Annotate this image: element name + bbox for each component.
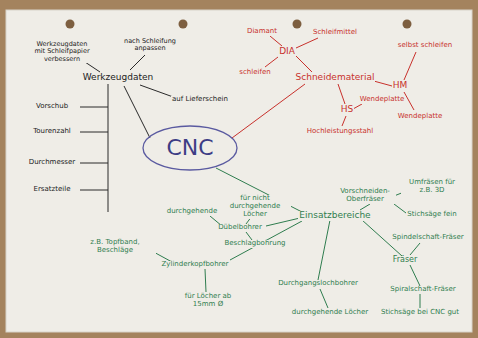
- branch-label: Durchmesser: [28, 159, 76, 167]
- branch-label: Spiralschaft-Fräser: [389, 286, 456, 294]
- paper: [6, 10, 472, 332]
- branch-label: Dübelbohrer: [217, 224, 263, 232]
- branch-label: Werkzeugdaten: [82, 73, 155, 83]
- branch-label: Wendeplatte: [359, 96, 405, 104]
- branch-label: für nicht durchgehende Löcher: [219, 195, 291, 218]
- branch-label: Stichsäge fein: [406, 211, 457, 219]
- branch-label: Zylinderkopfbohrer: [161, 261, 230, 269]
- branch-label: z.B. Topfband, Beschläge: [74, 239, 156, 254]
- branch-label: HS: [340, 105, 354, 115]
- branch-label: selbst schleifen: [397, 42, 453, 50]
- branch-label: nach Schleifung anpassen: [119, 38, 181, 52]
- black-branches: [80, 55, 176, 212]
- branch-label: Vorschneiden-Oberfräser: [334, 188, 396, 203]
- branch-label: für Löcher ab 15mm Ø: [177, 293, 239, 308]
- green-branches: [150, 168, 420, 308]
- branch-label: Schleifmittel: [312, 29, 358, 37]
- branch-label: Stichsäge bei CNC gut: [380, 309, 460, 317]
- branch-label: Diamant: [246, 28, 278, 36]
- branch-label: Werkzeugdaten mit Schleifpapier verbesse…: [30, 41, 94, 62]
- center-ellipse: CNC: [142, 125, 238, 171]
- branch-label: Vorschub: [35, 103, 69, 111]
- branch-label: durchgehende: [166, 208, 219, 216]
- branch-label: Einsatzbereiche: [298, 211, 371, 221]
- branch-label: Wendeplatte: [397, 113, 443, 121]
- branch-label: Schneidematerial: [295, 73, 376, 83]
- branch-label: Umfräsen für z.B. 3D: [401, 179, 463, 194]
- branch-label: DIA: [278, 47, 296, 57]
- node-title: CNC: [166, 136, 213, 160]
- branch-label: Beschlagbohrung: [223, 240, 286, 248]
- branch-label: Fräser: [392, 256, 419, 265]
- branch-label: HM: [392, 81, 409, 91]
- branch-label: schleifen: [238, 69, 271, 77]
- branch-label: auf Lieferschein: [171, 96, 229, 104]
- punch-holes: [66, 20, 412, 29]
- branch-label: Ersatzteile: [33, 186, 72, 194]
- red-branches: [232, 36, 416, 138]
- branch-label: Hochleistungsstahl: [306, 128, 374, 136]
- branch-label: Tourenzahl: [32, 128, 72, 136]
- branch-label: Spindelschaft-Fräser: [391, 234, 464, 242]
- branch-label: Durchgangslochbohrer: [277, 280, 359, 288]
- branch-label: durchgehende Löcher: [291, 309, 369, 317]
